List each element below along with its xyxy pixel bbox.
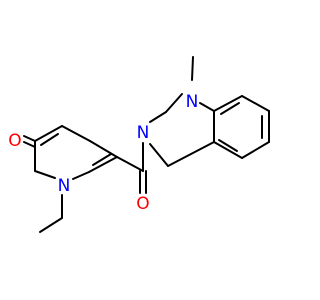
double-bond-inner	[92, 153, 112, 166]
pyridone-ring	[23, 125, 118, 233]
bond	[199, 102, 215, 112]
atom-n1-label: N	[186, 92, 199, 112]
bond	[149, 111, 167, 123]
atom-n-pyridone-label: N	[58, 176, 71, 196]
atom-n4-label: N	[137, 123, 150, 143]
carbonyl-bond	[23, 135, 36, 142]
bond	[165, 93, 183, 113]
structure-diagram: N N N O O	[8, 56, 270, 233]
molecule-canvas: N N N O O	[8, 56, 270, 233]
atom-o-amide-label: O	[136, 194, 149, 214]
bond	[213, 95, 243, 112]
bond	[241, 141, 270, 159]
atom-o-pyridone-label: O	[8, 131, 21, 151]
diazepine-ring	[149, 56, 215, 167]
bond	[89, 140, 118, 158]
double-bond-inner	[218, 139, 238, 152]
bond	[34, 125, 63, 142]
bond	[72, 171, 90, 180]
bond	[39, 217, 63, 233]
bond	[167, 141, 215, 167]
bond	[149, 143, 169, 167]
bond	[241, 95, 270, 112]
bond	[34, 170, 56, 179]
double-bond-inner	[220, 102, 240, 115]
bond	[88, 156, 118, 173]
bond	[116, 156, 144, 172]
n-methyl-bond	[191, 56, 194, 81]
bond	[213, 141, 243, 159]
benzene-ring	[213, 95, 270, 159]
carbonyl-bond	[23, 141, 36, 148]
double-bond-inner	[40, 133, 59, 146]
amide-group	[116, 142, 147, 194]
bond	[61, 125, 91, 142]
